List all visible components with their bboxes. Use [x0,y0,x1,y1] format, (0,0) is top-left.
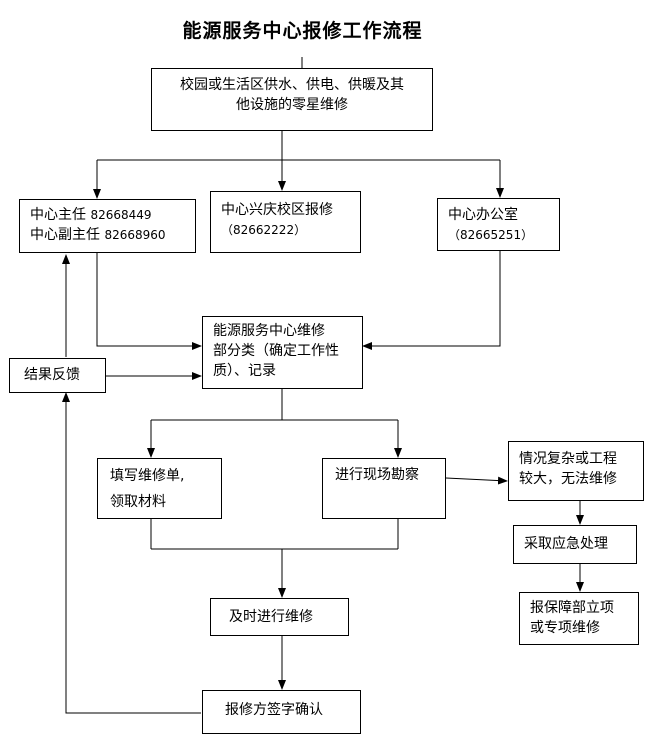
office-box: 中心办公室 （82665251） [437,198,560,251]
sign-box: 报修方签字确认 [202,690,361,734]
director-label: 中心主任 [30,207,91,223]
complex-box: 情况复杂或工程 较大，无法维修 [508,441,644,501]
deputy-director-phone: 82668960 [104,228,166,242]
report-line-2: 或专项维修 [530,620,600,636]
arrow-office-to-classify [362,251,501,350]
repair-label: 及时进行维修 [229,609,313,625]
survey-label: 进行现场勘察 [335,467,419,483]
xingqing-box: 中心兴庆校区报修 （82662222） [210,191,361,253]
sign-label: 报修方签字确认 [225,702,323,718]
origin-line-1: 校园或生活区供水、供电、供暖及其 [180,77,404,93]
feedback-label: 结果反馈 [24,367,80,383]
director-phone: 82668449 [90,208,152,222]
survey-box: 进行现场勘察 [322,458,446,519]
arrow-survey-to-complex [445,476,508,485]
arrow-director-to-classify [96,253,202,350]
origin-line-2: 他设施的零星维修 [236,97,348,113]
report-line-1: 报保障部立项 [530,600,614,616]
origin-box: 校园或生活区供水、供电、供暖及其 他设施的零星维修 [151,68,433,131]
classify-line-2: 部分类（确定工作性 [213,343,339,359]
feedback-box: 结果反馈 [9,358,106,393]
office-line-1: 中心办公室 [448,207,518,223]
complex-line-2: 较大，无法维修 [519,471,617,487]
xingqing-phone: （82662222） [221,223,307,237]
emergency-box: 采取应急处理 [513,525,637,564]
emergency-label: 采取应急处理 [524,536,608,552]
office-phone: （82665251） [448,228,534,242]
fill-form-line-2: 领取材料 [110,494,166,510]
classify-line-1: 能源服务中心维修 [213,323,325,339]
director-line-1: 中心主任 82668449 [30,205,195,225]
fill-form-line-1: 填写维修单, [110,468,185,484]
arrow-sign-to-feedback [62,392,201,714]
repair-box: 及时进行维修 [210,598,349,636]
classify-line-3: 质）、记录 [213,363,276,379]
director-box: 中心主任 82668449 中心副主任 82668960 [19,199,196,253]
director-line-2: 中心副主任 82668960 [30,225,195,245]
complex-line-1: 情况复杂或工程 [519,451,617,467]
report-box: 报保障部立项 或专项维修 [519,592,639,645]
fill-form-box: 填写维修单, 领取材料 [97,458,222,519]
xingqing-line-1: 中心兴庆校区报修 [221,202,333,218]
deputy-director-label: 中心副主任 [30,227,105,243]
flowchart-title: 能源服务中心报修工作流程 [182,20,423,42]
classify-box: 能源服务中心维修 部分类（确定工作性 质）、记录 [202,316,363,389]
